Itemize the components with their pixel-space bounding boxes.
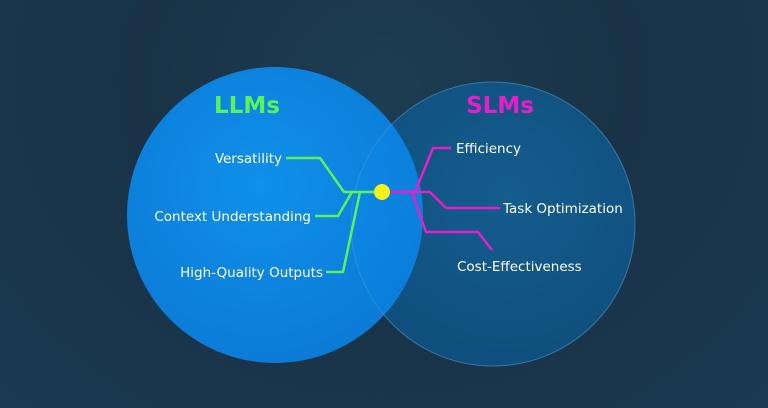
connector-efficiency [382,146,451,194]
llm-title: LLMs [214,93,280,119]
slm-title: SLMs [466,93,534,119]
center-dot [374,184,390,200]
slm-feature-cost-effectiveness: Cost-Effectiveness [457,259,582,275]
connector-task-optimization [400,190,500,210]
slm-connectors [382,146,500,251]
llm-feature-context-understanding: Context Understanding [154,209,311,225]
slm-feature-task-optimization: Task Optimization [502,201,623,217]
connector-context-understanding [315,191,354,218]
connector-cost-effectiveness [410,191,493,251]
llm-connectors [286,156,380,274]
llm-feature-high-quality-outputs: High-Quality Outputs [180,265,323,281]
slm-circle-outline [350,81,636,367]
llm-circle [127,67,423,363]
llm-feature-versatility: Versatility [215,151,282,167]
slm-feature-efficiency: Efficiency [456,141,521,157]
connector-versatility [286,156,380,194]
connector-high-quality-outputs [326,191,362,274]
